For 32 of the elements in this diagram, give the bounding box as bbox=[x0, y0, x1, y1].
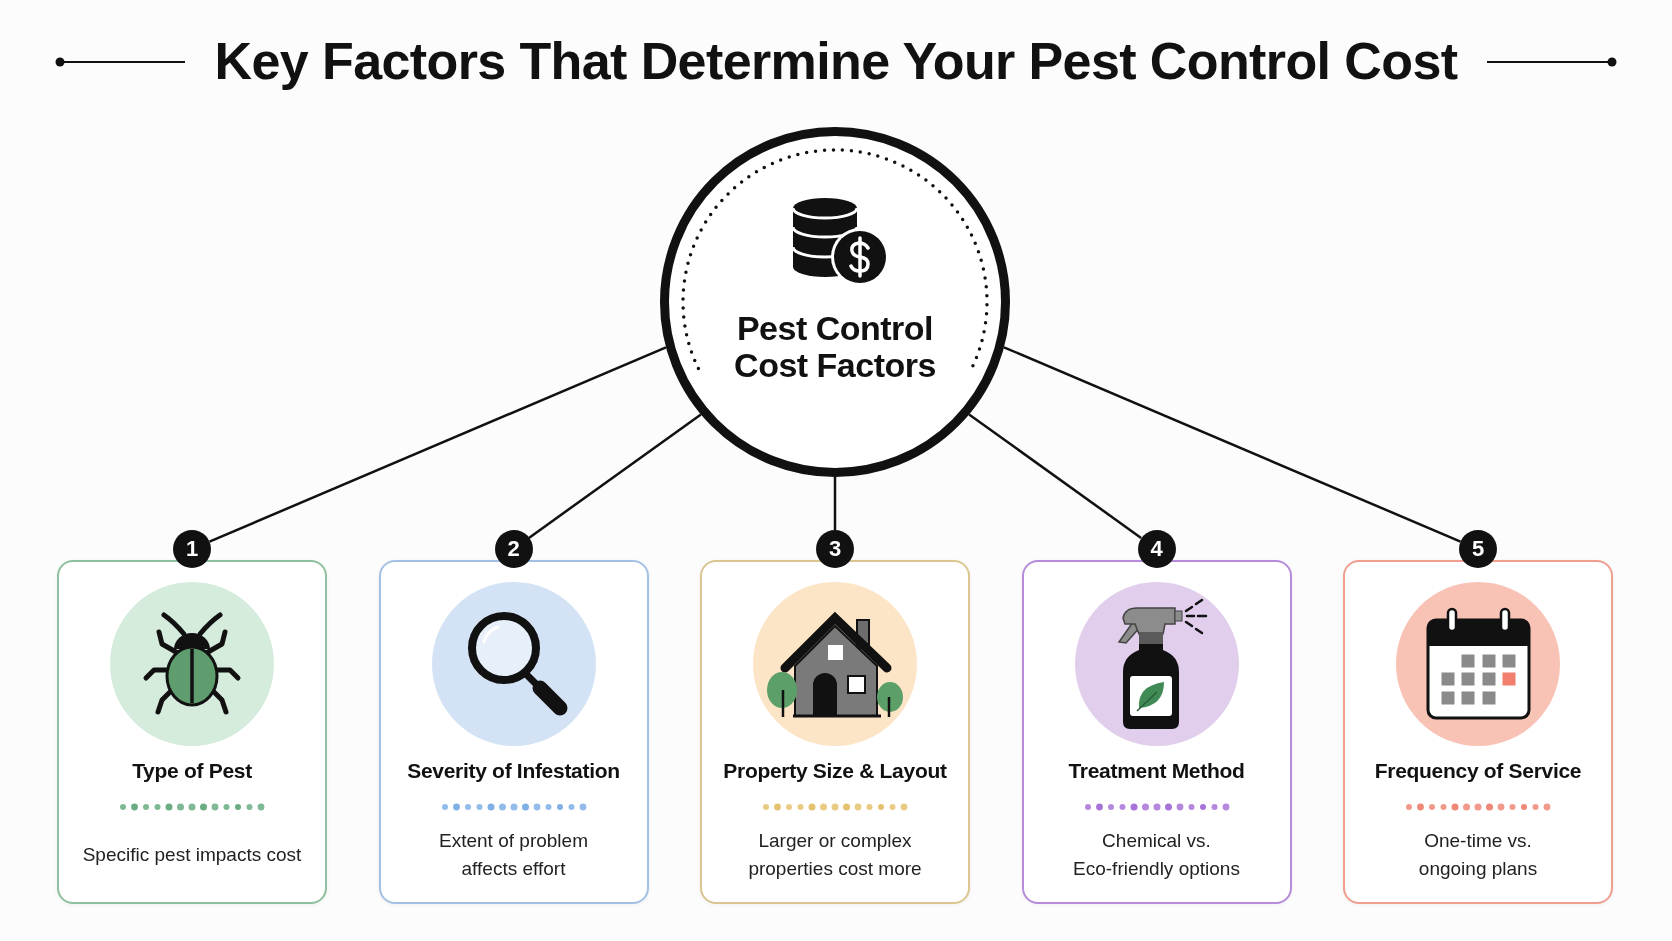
number-badge bbox=[1459, 530, 1497, 568]
step-number: 5 bbox=[1471, 538, 1485, 560]
connector-line bbox=[528, 413, 702, 539]
factor-heading: Frequency of Service bbox=[1374, 758, 1582, 784]
number-badge bbox=[494, 530, 533, 568]
factor-card bbox=[378, 560, 649, 904]
connector-line bbox=[1003, 346, 1461, 543]
hub-title: Pest Control Cost Factors bbox=[733, 310, 937, 384]
factor-heading: Treatment Method bbox=[1068, 758, 1245, 784]
factor-description: Extent of problem affects effort bbox=[438, 829, 589, 881]
factor-card bbox=[1343, 560, 1613, 904]
number-badge bbox=[1137, 530, 1176, 568]
connector-line bbox=[833, 477, 837, 530]
page-title: Key Factors That Determine Your Pest Control Cost bbox=[214, 33, 1458, 91]
factor-description: Specific pest impacts cost bbox=[82, 843, 302, 867]
step-number: 1 bbox=[185, 538, 199, 560]
factor-heading: Severity of Infestation bbox=[407, 758, 620, 784]
factor-description: Larger or complex properties cost more bbox=[747, 829, 923, 881]
connector-line bbox=[968, 413, 1142, 539]
factor-description: One-time vs. ongoing plans bbox=[1417, 829, 1539, 881]
factor-card bbox=[57, 560, 327, 904]
step-number: 3 bbox=[828, 538, 842, 560]
connector-line bbox=[209, 346, 667, 543]
factor-card bbox=[1021, 560, 1292, 904]
number-badge bbox=[816, 530, 854, 568]
factor-card bbox=[700, 560, 970, 904]
step-number: 2 bbox=[507, 538, 520, 560]
factor-description: Chemical vs. Eco-friendly options bbox=[1072, 829, 1241, 881]
factor-heading: Type of Pest bbox=[132, 758, 252, 784]
factor-heading: Property Size & Layout bbox=[723, 758, 947, 784]
step-number: 4 bbox=[1150, 538, 1163, 560]
number-badge bbox=[173, 530, 211, 568]
